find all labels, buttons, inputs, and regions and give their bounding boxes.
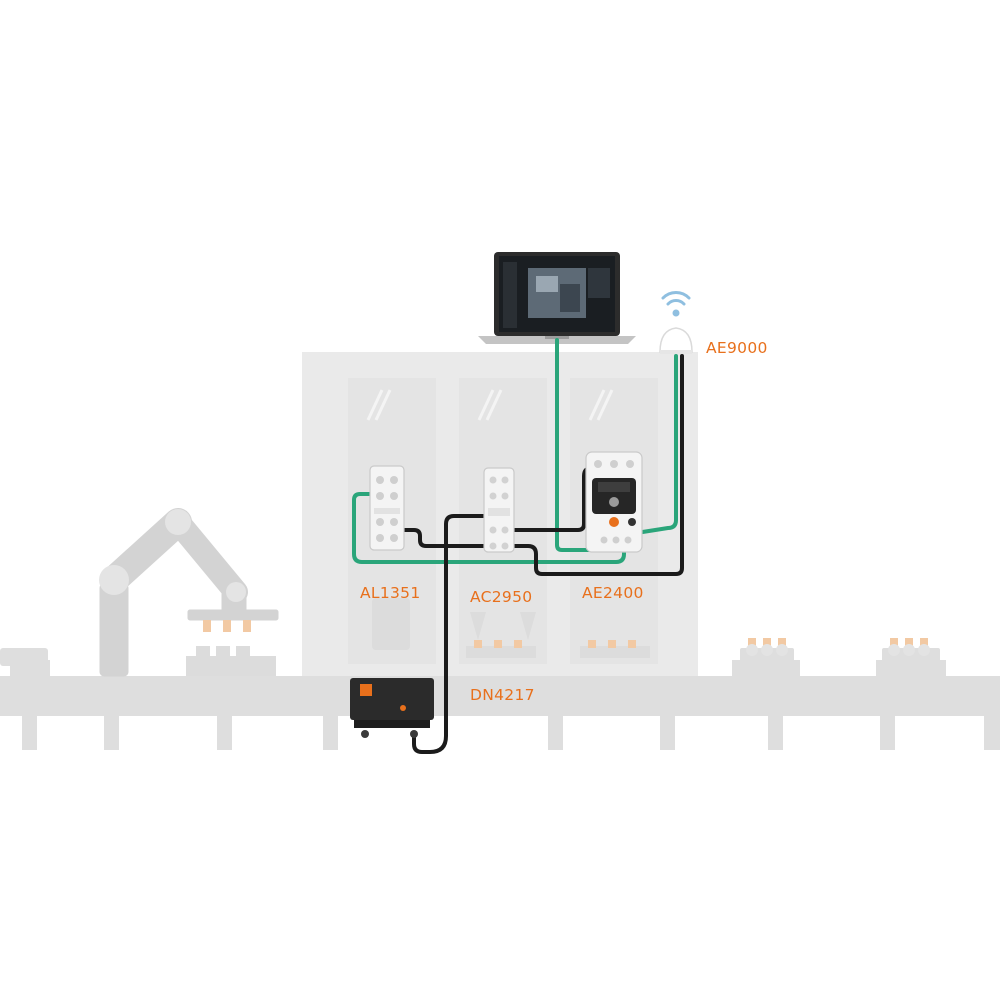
wireless-access-point-icon	[660, 328, 692, 354]
label-ac2950: AC2950	[470, 588, 532, 606]
laptop-icon	[478, 252, 636, 344]
robot-arm-icon	[99, 509, 278, 676]
wifi-icon	[663, 292, 689, 316]
label-dn4217: DN4217	[470, 686, 535, 704]
label-al1351: AL1351	[360, 584, 421, 602]
controller-icon	[586, 452, 642, 552]
label-ae2400: AE2400	[582, 584, 644, 602]
power-supply-box-icon	[350, 678, 434, 738]
label-ae9000: AE9000	[706, 339, 768, 357]
io-module-icon	[370, 466, 404, 550]
io-module-icon	[484, 468, 514, 552]
